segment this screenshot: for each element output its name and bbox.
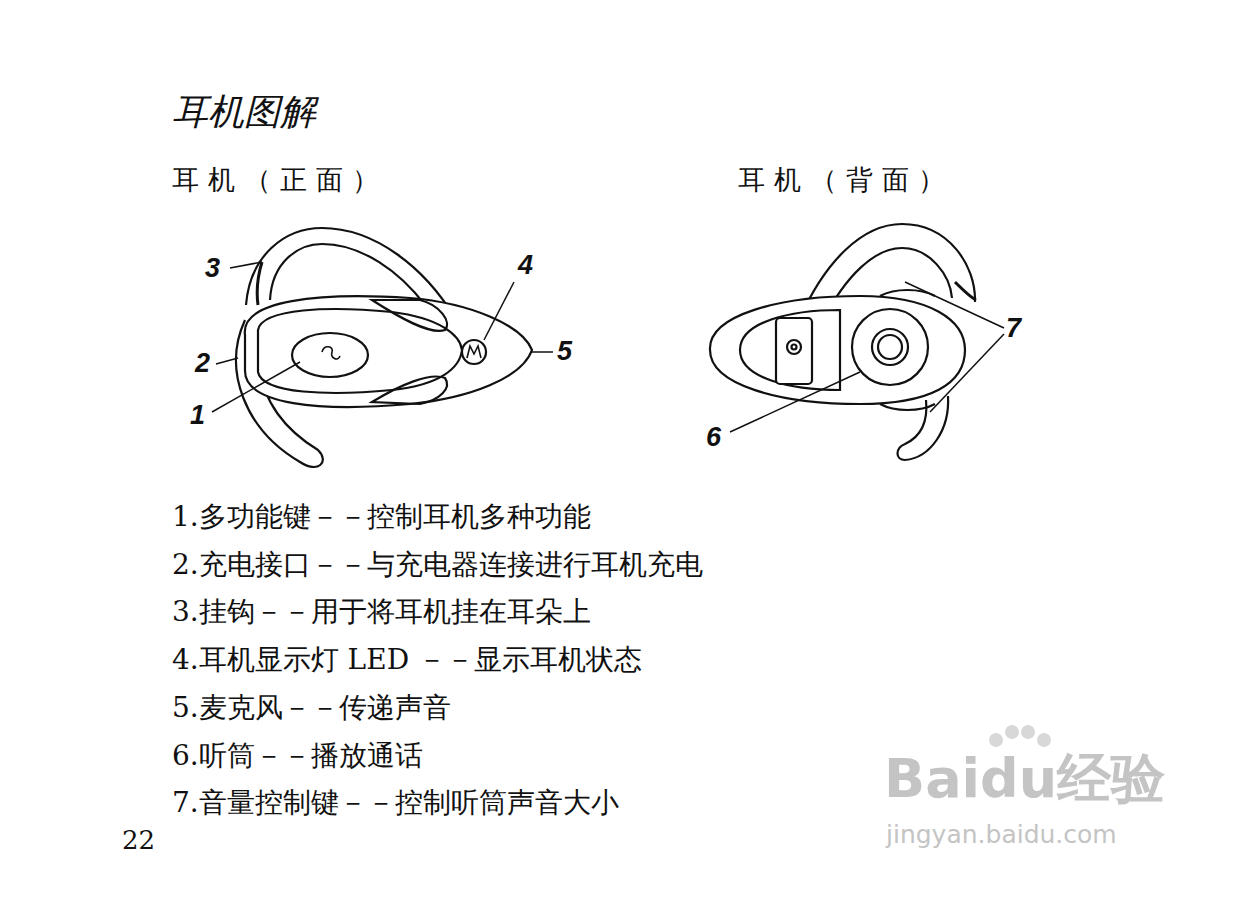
watermark: jingyan.baidu.com xyxy=(886,822,1117,847)
logo-mark xyxy=(467,346,481,358)
leader-line xyxy=(930,334,1004,412)
speaker-housing xyxy=(852,309,928,385)
multi-function-button xyxy=(292,333,368,377)
callout-number: 4 xyxy=(518,252,533,279)
part-description: 6.听筒－－播放通话 xyxy=(172,742,423,770)
volume-key xyxy=(880,404,935,410)
body-cutout-bottom xyxy=(372,377,447,404)
page-number: 22 xyxy=(122,827,155,853)
watermark: Baidu经验 xyxy=(884,752,1165,806)
view-heading: 耳机（背面） xyxy=(738,166,954,193)
page-title: 耳机图解 xyxy=(172,94,316,130)
part-description: 2.充电接口－－与充电器连接进行耳机充电 xyxy=(172,551,703,579)
leader-line xyxy=(216,358,238,364)
ear-hook-lower xyxy=(898,396,949,460)
paw-toe xyxy=(1037,733,1051,747)
body-panel xyxy=(740,310,840,390)
view-heading: 耳机（正面） xyxy=(172,166,388,193)
callout-number: 7 xyxy=(1006,315,1021,342)
headset-body xyxy=(245,296,532,407)
charging-socket xyxy=(787,340,801,354)
charging-port xyxy=(776,318,812,384)
headset-body xyxy=(710,296,965,404)
body-cutout-top xyxy=(372,300,447,331)
leader-line xyxy=(230,262,262,268)
paw-toe xyxy=(1021,725,1035,739)
charging-socket-pin xyxy=(792,345,797,350)
part-description: 3.挂钩－－用于将耳机挂在耳朵上 xyxy=(172,598,591,626)
paw-toe xyxy=(989,733,1003,747)
callout-number: 5 xyxy=(557,338,572,365)
part-description: 7.音量控制键－－控制听筒声音大小 xyxy=(172,789,619,817)
led-indicator xyxy=(462,340,486,364)
callout-number: 1 xyxy=(190,402,205,429)
leader-line xyxy=(484,282,514,340)
leader-line xyxy=(212,362,300,412)
paw-toe xyxy=(1005,725,1019,739)
speaker-ring xyxy=(872,329,908,365)
part-description: 4.耳机显示灯 LED －－显示耳机状态 xyxy=(172,646,642,674)
part-description: 1.多功能键－－控制耳机多种功能 xyxy=(172,503,591,531)
speaker-center xyxy=(878,335,902,359)
part-description: 5.麦克风－－传递声音 xyxy=(172,694,451,722)
leader-line xyxy=(730,372,860,432)
callout-number: 2 xyxy=(195,350,210,377)
volume-key xyxy=(880,290,935,296)
ear-hook-band xyxy=(955,282,976,300)
ear-hook-band xyxy=(257,262,262,305)
callout-number: 6 xyxy=(706,424,721,451)
leader-line xyxy=(905,282,1004,328)
body-panel xyxy=(258,309,462,393)
front-view xyxy=(212,228,553,467)
callout-number: 3 xyxy=(205,255,220,282)
phone-icon xyxy=(322,347,340,359)
watermark-logo xyxy=(989,725,1051,747)
leader-line xyxy=(532,351,553,353)
back-view xyxy=(710,224,1004,460)
